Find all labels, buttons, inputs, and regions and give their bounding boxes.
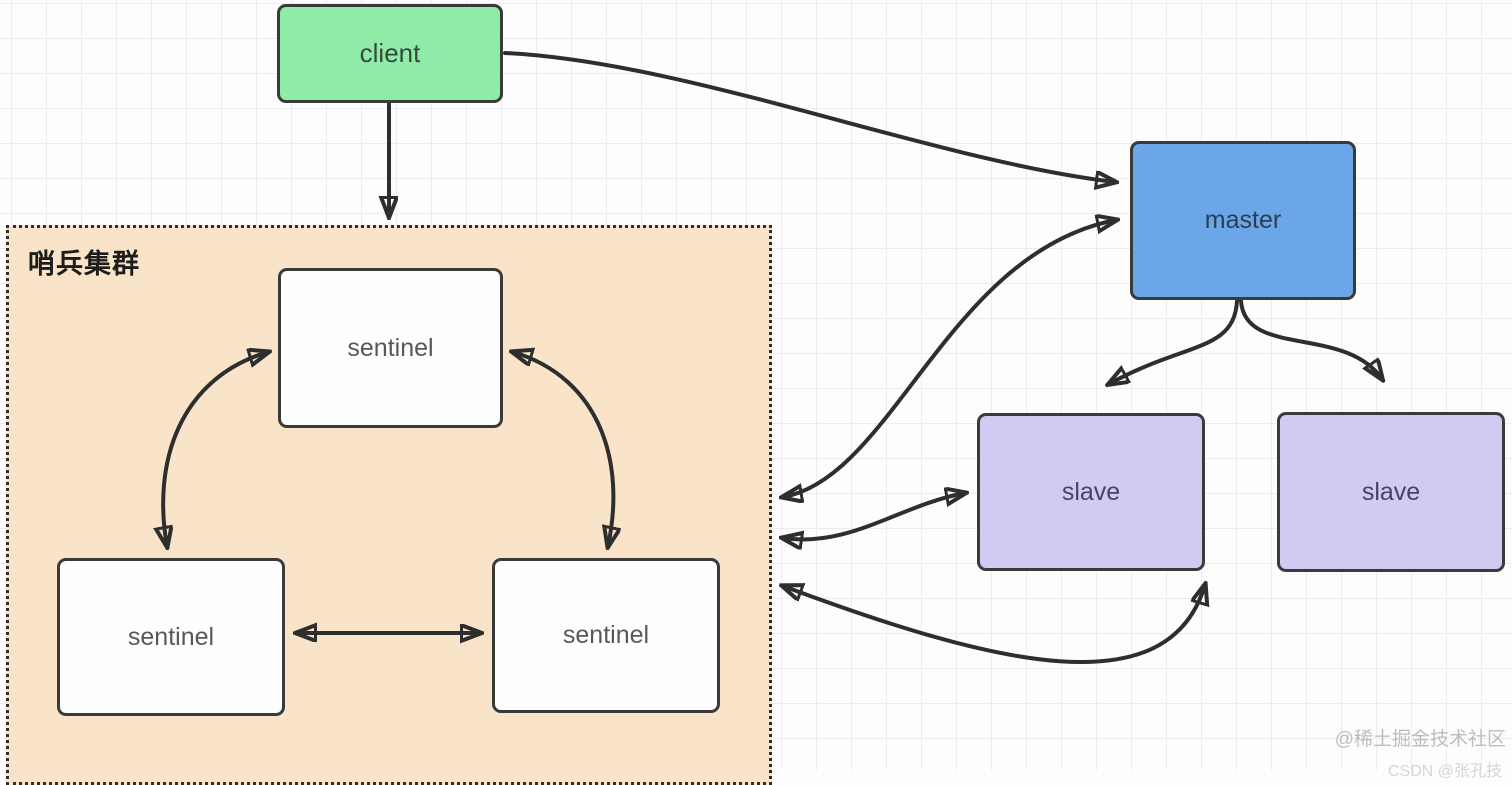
edge-sentinel1-sentinel3 (513, 352, 613, 546)
watermark-juejin: @稀土掘金技术社区 (1334, 729, 1506, 750)
node-sentinel-bottom-right-label: sentinel (562, 621, 650, 649)
node-sentinel-top: sentinel (278, 268, 503, 428)
node-slave-1-label: slave (1061, 477, 1121, 506)
node-client: client (277, 4, 503, 103)
edge-client-master (503, 51, 1115, 182)
sentinel-cluster-label: 哨兵集群 (28, 249, 140, 279)
edge-cluster-master (783, 220, 1116, 497)
node-sentinel-bottom-left-label: sentinel (127, 622, 215, 651)
node-client-label: client (359, 38, 421, 68)
node-master: master (1130, 141, 1356, 300)
edge-cluster-slave2 (783, 585, 1205, 665)
node-master-label: master (1204, 206, 1282, 234)
node-slave-2: slave (1277, 412, 1505, 572)
edge-sentinel1-sentinel2 (163, 352, 268, 546)
node-slave-2-label: slave (1361, 477, 1421, 506)
node-sentinel-bottom-left: sentinel (57, 558, 285, 716)
edge-master-slave2 (1239, 299, 1382, 379)
node-sentinel-bottom-right: sentinel (492, 558, 720, 713)
edge-master-slave1 (1109, 299, 1239, 384)
edge-cluster-slave1 (783, 493, 965, 539)
node-slave-1: slave (977, 413, 1205, 571)
watermark-csdn: CSDN @张孔技 (1387, 763, 1502, 780)
node-sentinel-top-label: sentinel (347, 333, 434, 362)
